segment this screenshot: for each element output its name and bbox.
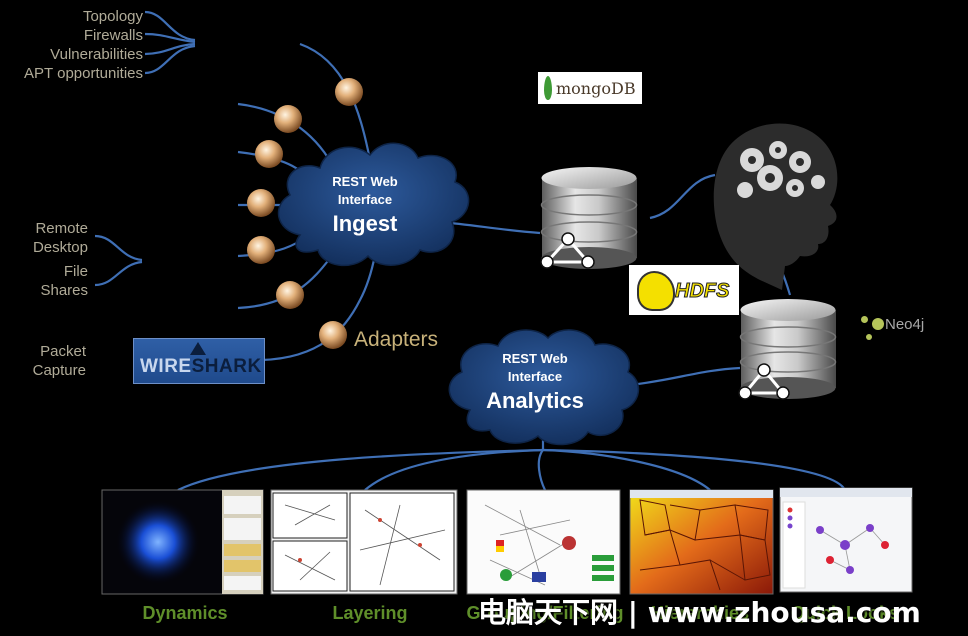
caption-grouping-filtering: Grouping/Filtering	[466, 603, 624, 623]
adapter-bead	[247, 236, 275, 264]
adapter-bead	[319, 321, 347, 349]
shark-fin-icon	[190, 342, 206, 355]
wireshark-logo-text-wire: WIRE	[140, 356, 192, 377]
neo4j-logo-text: Neo4j	[885, 316, 925, 333]
label-capture: Capture	[32, 362, 86, 379]
ingest-cloud	[277, 142, 470, 267]
neo4j-dot-icon	[866, 334, 872, 340]
thumbnail-quick-looks[interactable]	[779, 487, 913, 593]
database-1-icon	[540, 167, 638, 269]
brain-head-icon	[713, 123, 838, 290]
label-remote: Remote	[35, 220, 88, 237]
adapter-bead	[255, 140, 283, 168]
data-source-labels-group2: Remote Desktop File Shares	[0, 219, 88, 300]
adapter-bead	[274, 105, 302, 133]
analytics-line1: REST Web	[502, 351, 568, 366]
label-shares: Shares	[40, 282, 88, 299]
caption-layering: Layering	[332, 603, 408, 623]
adapter-bead	[276, 281, 304, 309]
ingest-cloud-text: REST Web Interface Ingest	[305, 173, 425, 239]
wireshark-logo-text-shark: SHARK	[191, 356, 262, 377]
thumbnail-layering[interactable]	[270, 489, 458, 595]
neo4j-dot-icon	[861, 316, 868, 323]
elephant-icon	[637, 271, 675, 311]
label-apt-opportunities: APT opportunities	[24, 65, 143, 82]
label-desktop: Desktop	[32, 239, 88, 256]
adapter-bead	[335, 78, 363, 106]
hdfs-logo-text: HDFS	[674, 280, 730, 303]
adapter-beads	[247, 78, 363, 349]
mongodb-logo-text: mongoDB	[556, 79, 636, 98]
adapters-label: Adapters	[354, 328, 439, 351]
mongodb-logo: mongoDB	[538, 72, 642, 104]
hdfs-logo: HDFS	[629, 265, 739, 315]
label-vulnerabilities: Vulnerabilities	[50, 46, 143, 63]
adapter-bead	[247, 189, 275, 217]
mongodb-leaf-icon	[544, 76, 552, 100]
neo4j-dot-icon	[872, 318, 884, 330]
caption-dynamics: Dynamics	[142, 603, 228, 623]
label-packet: Packet	[40, 343, 86, 360]
thumbnail-grouping-filtering[interactable]	[466, 489, 621, 595]
connector-lines	[94, 10, 846, 491]
ingest-title: Ingest	[332, 211, 398, 236]
ingest-line1: REST Web	[332, 174, 398, 189]
wireshark-logo: WIRESHARK	[133, 338, 265, 384]
data-source-labels-group3: Packet Capture	[0, 342, 86, 380]
caption-hierarchies: Hierarchies	[650, 603, 750, 623]
label-file: File	[63, 263, 88, 280]
label-firewalls: Firewalls	[83, 27, 143, 44]
analytics-cloud-text: REST Web Interface Analytics	[475, 350, 595, 416]
data-source-labels-group1: Topology Firewalls Vulnerabilities APT o…	[0, 7, 143, 83]
watermark-text: 电脑天下网 | www.zhousa.com	[478, 596, 921, 629]
analytics-line2: Interface	[507, 369, 563, 384]
thumbnail-hierarchies[interactable]	[629, 489, 774, 595]
caption-quick-looks: Quick Looks	[790, 603, 900, 623]
analytics-title: Analytics	[486, 388, 584, 413]
analytics-cloud	[448, 329, 640, 446]
label-topology: Topology	[82, 8, 143, 25]
thumbnail-dynamics[interactable]	[101, 489, 264, 595]
neo4j-logo: Neo4j	[858, 312, 938, 352]
ingest-line2: Interface	[337, 192, 393, 207]
database-2-icon	[738, 299, 837, 400]
